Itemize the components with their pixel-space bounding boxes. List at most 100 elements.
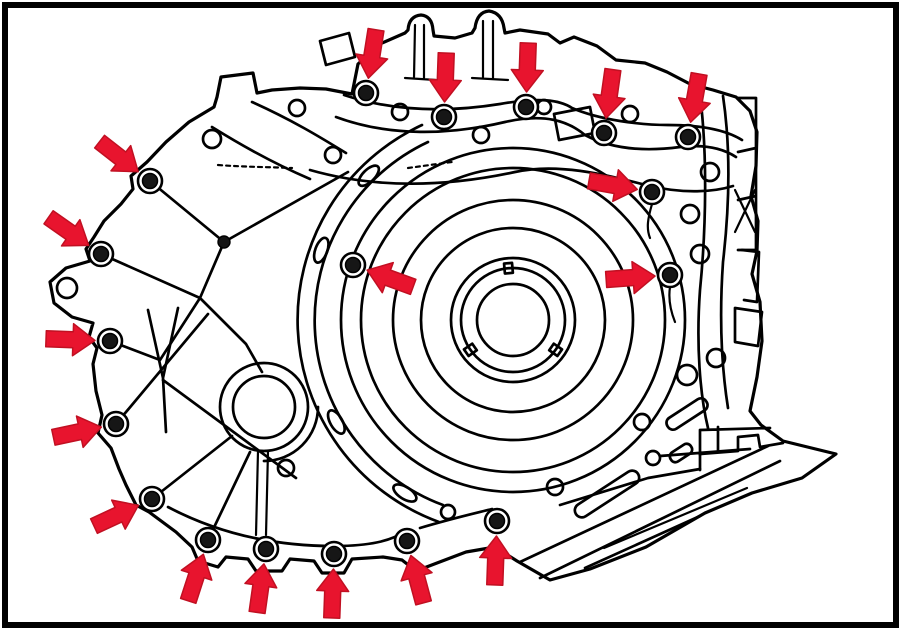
bolt-hole <box>390 102 410 122</box>
mount-bracket <box>658 425 772 458</box>
bolt-pointer-arrow <box>179 553 213 605</box>
bolt-pointer-arrow <box>45 322 96 357</box>
rail-slot <box>668 442 694 464</box>
cover-opening-boss <box>262 405 320 463</box>
bolt-pointer-arrow <box>478 535 513 586</box>
top-left-cutout-square <box>318 31 357 67</box>
bell-ring <box>449 256 577 384</box>
bolt-hole <box>632 412 652 432</box>
bolt-hole <box>699 161 721 183</box>
bolt-marker <box>393 527 421 555</box>
bolt-marker <box>102 410 130 438</box>
bolt-marker <box>483 507 511 535</box>
case-line-art <box>48 9 838 582</box>
bolt-marker <box>320 540 348 568</box>
cover-rib <box>108 296 298 480</box>
bell-ring-tab <box>462 342 479 358</box>
bell-flange-arc <box>296 123 441 524</box>
bolt-hole <box>201 128 223 150</box>
bolt-hole <box>679 203 701 225</box>
bolt-pointer-arrow <box>93 134 139 173</box>
bolt-head <box>325 545 343 563</box>
bolt-marker <box>194 526 222 554</box>
bolt-boss-stub <box>646 202 677 324</box>
bolt-head <box>107 415 125 433</box>
bolt-hole <box>287 98 307 118</box>
bolt-pointer-arrow <box>355 27 389 79</box>
bell-housing-rings <box>339 146 687 494</box>
arrow-markers-layer <box>43 27 711 619</box>
bottom-flange-seam <box>418 507 494 530</box>
bolt-pointer-arrow <box>400 554 433 606</box>
bolt-marker <box>638 178 666 206</box>
mount-inner-line <box>602 486 749 550</box>
bell-ring-tab <box>502 261 515 275</box>
right-bracket-brace <box>733 188 757 234</box>
cover-rib <box>150 434 252 542</box>
bolt-hole <box>689 243 711 265</box>
bolt-pointer-arrow <box>428 52 463 103</box>
bolt-hole <box>705 347 727 369</box>
rail-slot <box>573 469 641 519</box>
bolt-holes-layer <box>55 98 727 521</box>
bolt-head <box>488 512 506 530</box>
bolt-head <box>344 256 362 274</box>
gasket-dashed-seam <box>406 160 454 170</box>
bolt-marker <box>138 485 166 513</box>
bolt-head <box>661 266 679 284</box>
flange-slot <box>312 236 330 264</box>
right-case-seam <box>719 94 730 410</box>
bolt-head <box>141 172 159 190</box>
bolt-pointer-arrow <box>677 71 711 123</box>
cover-band-seam <box>308 167 735 193</box>
rail-slot <box>665 396 709 432</box>
bolt-hole <box>55 276 79 300</box>
bolt-marker <box>512 93 540 121</box>
top-left-seam <box>210 125 312 181</box>
bell-ring-tab <box>547 342 564 358</box>
bolt-head <box>199 531 217 549</box>
cover-fork-rib <box>146 306 180 434</box>
bolt-hole <box>620 104 640 124</box>
bolt-head <box>517 98 535 116</box>
flange-slot <box>326 408 347 436</box>
bolt-hole <box>276 458 296 478</box>
bolt-pointer-arrow <box>604 260 656 295</box>
bolt-marker <box>87 240 115 268</box>
bolt-marker <box>674 123 702 151</box>
bell-ring <box>475 282 551 358</box>
bolt-hole <box>644 449 662 467</box>
bolt-pointer-arrow <box>592 67 626 119</box>
bolt-head <box>595 124 613 142</box>
cover-opening-circle <box>231 374 297 440</box>
bolt-hole <box>545 477 565 497</box>
bolt-marker <box>136 167 164 195</box>
flange-slot <box>392 483 418 503</box>
bolt-pointer-arrow <box>43 209 90 247</box>
bolt-pointer-arrow <box>510 42 545 93</box>
bolt-head <box>398 532 416 550</box>
bolt-hole <box>675 363 699 387</box>
bolt-head <box>435 108 453 126</box>
right-bracket <box>733 248 764 348</box>
bolt-marker <box>96 327 124 355</box>
cover-opening-circle <box>218 361 310 453</box>
bolt-hole <box>323 145 343 165</box>
bolt-head <box>92 245 110 263</box>
bell-ring <box>339 146 687 494</box>
bolt-head <box>101 332 119 350</box>
bolt-pointer-arrow <box>89 499 140 535</box>
bolt-head <box>643 183 661 201</box>
bolt-head <box>257 540 275 558</box>
right-case-seam <box>697 86 710 430</box>
bolt-marker <box>252 535 280 563</box>
bolt-marker <box>352 79 380 107</box>
flange-slot <box>357 164 381 188</box>
bolt-hole <box>439 503 457 521</box>
bolt-head <box>357 84 375 102</box>
bolt-pointer-arrow <box>50 415 103 449</box>
bolt-hole <box>471 125 491 145</box>
